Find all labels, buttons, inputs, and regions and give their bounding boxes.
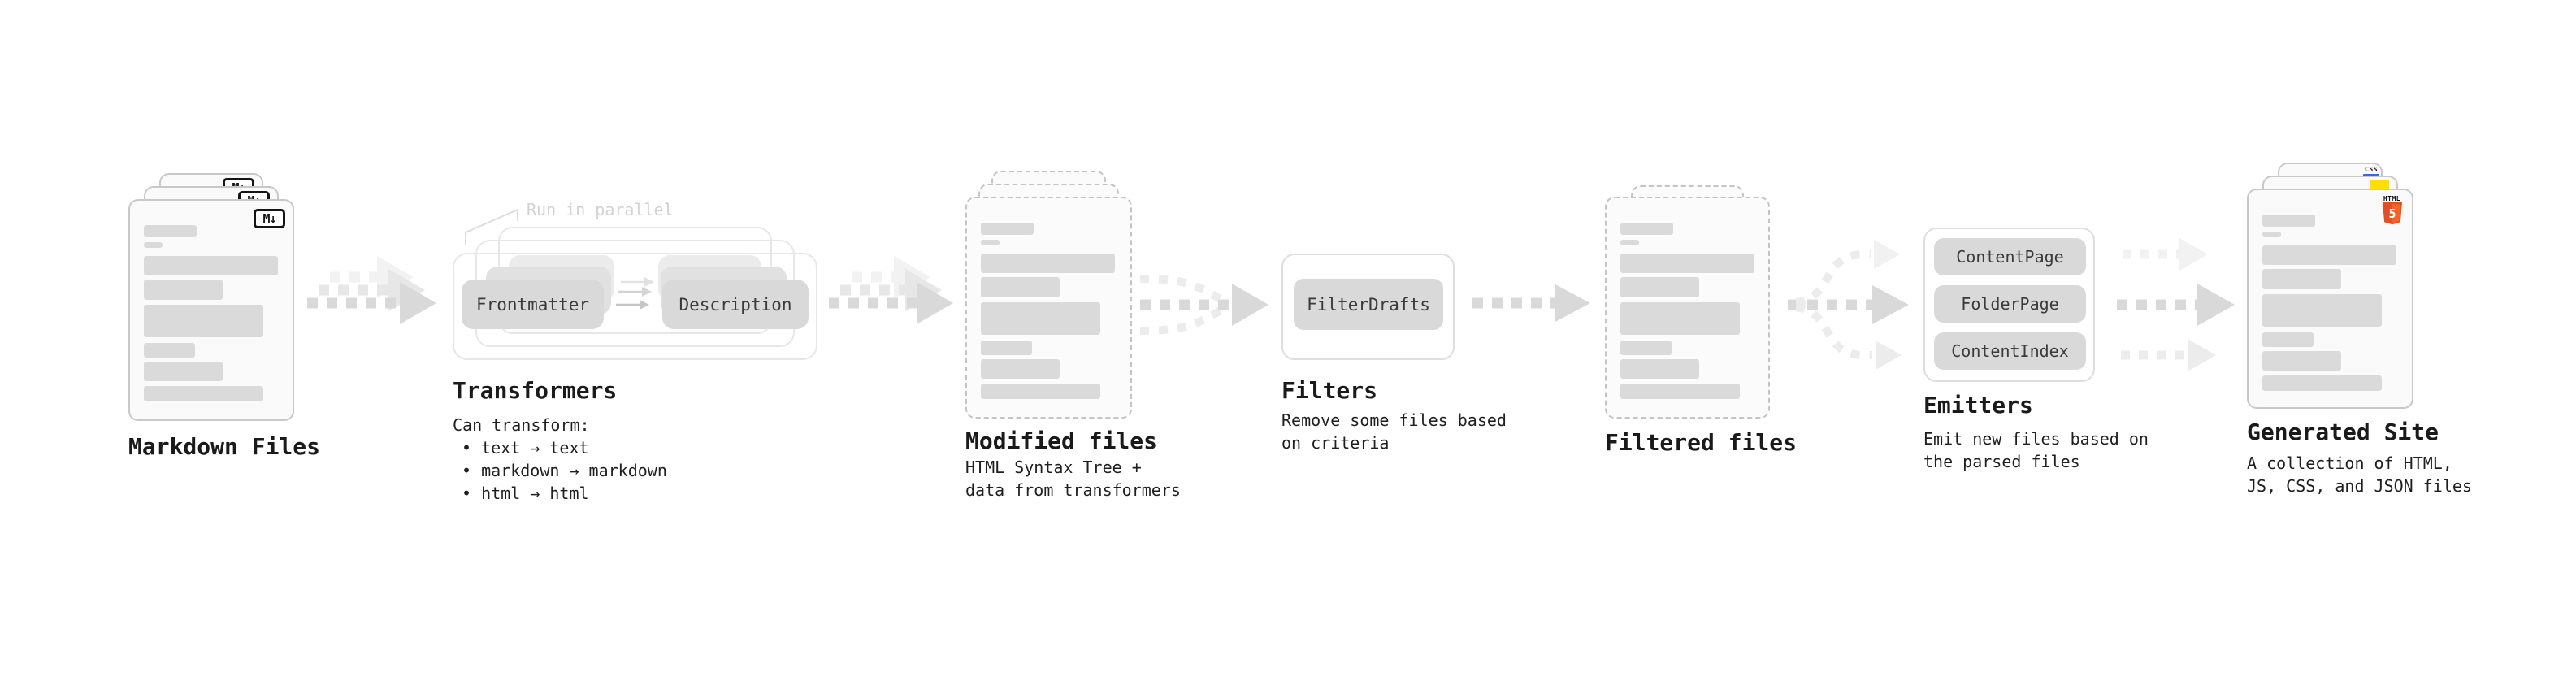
text-placeholder-bar — [981, 340, 1032, 355]
text-placeholder-bar — [981, 359, 1060, 379]
text-placeholder-bar — [981, 277, 1060, 297]
transformers-desc-line: • text → text — [462, 438, 589, 458]
text-placeholder-bar — [1620, 359, 1699, 379]
arrow-modified-to-filters-converge — [1139, 275, 1268, 335]
text-placeholder-bar — [2262, 351, 2341, 371]
filtered-file-card-front — [1605, 197, 1770, 419]
filtered-files-title: Filtered files — [1605, 429, 1798, 456]
filters-desc-line: Remove some files based — [1281, 410, 1507, 430]
text-placeholder-bar — [981, 302, 1100, 335]
text-placeholder-bar — [1620, 277, 1699, 297]
markdown-file-card-front: M↓ — [128, 199, 294, 421]
transformers-title: Transformers — [453, 377, 618, 404]
markdown-files-title: Markdown Files — [128, 433, 321, 460]
text-placeholder-bar — [1620, 240, 1639, 245]
transformers-desc-line: • html → html — [462, 484, 589, 503]
folderpage-button: FolderPage — [1934, 285, 2086, 323]
text-placeholder-bar — [144, 305, 263, 337]
html5-shield: 5 — [2382, 202, 2402, 225]
document-placeholder-text — [2249, 190, 2412, 407]
text-placeholder-bar — [144, 225, 197, 237]
transformer-parallel-arrows — [616, 277, 654, 310]
modified-files-desc-line: HTML Syntax Tree + — [965, 458, 1142, 477]
filters-desc-line: on criteria — [1281, 433, 1390, 453]
modified-files-title: Modified files — [965, 427, 1158, 454]
transformers-desc-line: Can transform: — [453, 415, 590, 435]
text-placeholder-bar — [144, 343, 195, 358]
transformers-desc-line: • markdown → markdown — [462, 461, 667, 480]
filters-title: Filters — [1281, 377, 1378, 404]
javascript-icon — [2370, 180, 2389, 191]
run-in-parallel-label: Run in parallel — [527, 200, 674, 219]
document-placeholder-text — [130, 201, 293, 419]
document-placeholder-text — [1607, 198, 1768, 417]
emitters-desc-line: the parsed files — [1923, 452, 2080, 471]
arrow-transformers-to-modified — [829, 256, 953, 324]
text-placeholder-bar — [981, 384, 1100, 399]
filterdrafts-button: FilterDrafts — [1294, 279, 1443, 330]
svg-text:5: 5 — [2388, 206, 2396, 221]
text-placeholder-bar — [2262, 269, 2341, 289]
text-placeholder-bar — [1620, 254, 1754, 273]
text-placeholder-bar — [1620, 384, 1740, 399]
text-placeholder-bar — [1620, 302, 1740, 335]
text-placeholder-bar — [981, 223, 1034, 235]
text-placeholder-bar — [2262, 245, 2396, 265]
generated-site-desc-line: JS, CSS, and JSON files — [2247, 476, 2472, 496]
arrow-markdown-to-transformers — [307, 256, 436, 324]
arrow-filtered-to-emitters-diverge — [1788, 240, 1909, 370]
document-placeholder-text — [967, 198, 1130, 417]
text-placeholder-bar — [2262, 332, 2314, 347]
description-button: Description — [662, 280, 809, 329]
text-placeholder-bar — [2262, 232, 2281, 237]
text-placeholder-bar — [144, 386, 263, 401]
transformer-frame-front — [453, 253, 817, 360]
generated-site-title: Generated Site — [2247, 419, 2439, 445]
emitters-desc-line: Emit new files based on — [1923, 429, 2149, 449]
text-placeholder-bar — [144, 256, 278, 275]
text-placeholder-bar — [2262, 375, 2382, 391]
text-placeholder-bar — [981, 254, 1115, 273]
emitters-title: Emitters — [1923, 392, 2033, 419]
text-placeholder-bar — [144, 242, 163, 248]
text-placeholder-bar — [2262, 215, 2315, 227]
contentpage-button: ContentPage — [1934, 238, 2086, 275]
generated-site-desc-line: A collection of HTML, — [2247, 453, 2452, 473]
text-placeholder-bar — [144, 362, 223, 381]
text-placeholder-bar — [144, 280, 223, 300]
arrow-emitters-to-site — [2117, 238, 2235, 371]
arrow-filters-to-filtered — [1472, 284, 1590, 322]
text-placeholder-bar — [1620, 340, 1672, 355]
site-file-card-html: HTML 5 — [2247, 189, 2413, 409]
modified-files-desc-line: data from transformers — [965, 480, 1181, 500]
frontmatter-button: Frontmatter — [462, 280, 604, 329]
run-in-parallel-callout-line — [465, 208, 518, 245]
html5-icon: HTML 5 — [2381, 195, 2403, 225]
markdown-icon: M↓ — [254, 209, 285, 228]
text-placeholder-bar — [2262, 294, 2382, 327]
text-placeholder-bar — [981, 240, 1000, 245]
contentindex-button: ContentIndex — [1934, 332, 2086, 370]
text-placeholder-bar — [1620, 223, 1673, 235]
modified-file-card-front — [965, 197, 1132, 419]
